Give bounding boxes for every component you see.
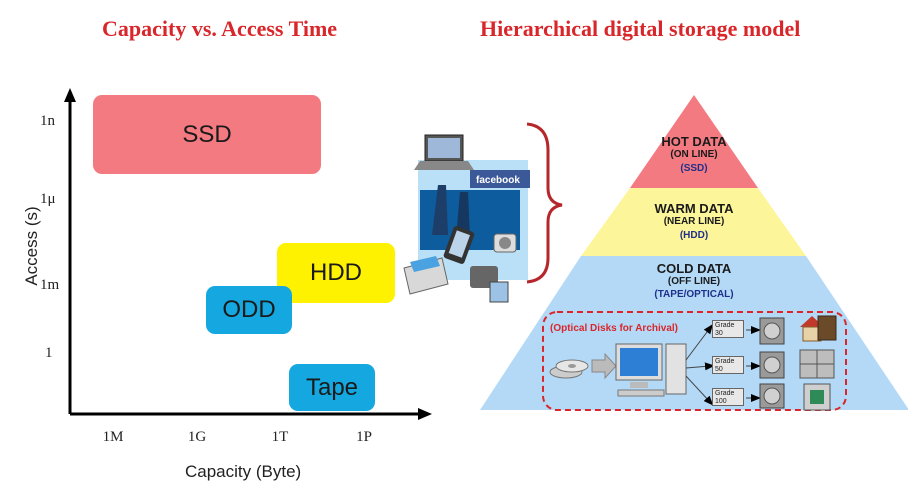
hot-tier-store: (SSD) [680, 163, 708, 174]
warm-tier-name: WARM DATA [654, 201, 734, 216]
disc-drive-icons [759, 317, 785, 409]
tape-region: Tape [289, 364, 375, 411]
filing-cabinet-icon [799, 349, 835, 379]
cold-tier-sub: (OFF LINE) [667, 276, 721, 287]
odd-label: ODD [222, 296, 276, 323]
grade-50-box: Grade 50 [712, 356, 744, 374]
warm-tier-store: (HDD) [679, 230, 709, 241]
y-tick-1m: 1m [40, 277, 60, 293]
grade-30-box: Grade 30 [712, 320, 744, 338]
pyramid-title: Hierarchical digital storage model [480, 16, 801, 41]
y-tick-1: 1 [45, 345, 53, 361]
x-tick-1g: 1G [187, 429, 207, 445]
chart-title: Capacity vs. Access Time [102, 16, 338, 41]
optical-discs-icon [549, 359, 589, 379]
arrow-to-computer [591, 352, 617, 380]
cold-tier-name: COLD DATA [656, 261, 732, 276]
archival-label: (Optical Disks for Archival) [550, 323, 678, 334]
hot-tier-text: HOT DATA (ON LINE) (SSD) [594, 134, 794, 174]
tape-label: Tape [305, 373, 359, 401]
y-tick-1u: 1μ [40, 191, 56, 207]
hot-tier-name: HOT DATA [661, 134, 727, 149]
hdd-label: HDD [310, 259, 362, 286]
cabinet-icon [817, 315, 837, 341]
pyramid-warm-tier [581, 188, 806, 256]
y-tick-1n: 1n [40, 113, 55, 129]
curly-brace [526, 122, 563, 284]
devices-illustration: facebook [403, 134, 530, 303]
x-tick-1t: 1T [271, 429, 289, 445]
x-axis-arrow [418, 408, 432, 420]
warm-tier-text: WARM DATA (NEAR LINE) (HDD) [594, 201, 794, 241]
pyramid-hot-tier [630, 95, 758, 188]
x-tick-1m: 1M [102, 429, 124, 445]
hdd-region: HDD [277, 243, 395, 303]
facebook-text: facebook [476, 175, 520, 186]
ssd-label: SSD [182, 120, 232, 148]
y-axis-arrow [64, 88, 76, 102]
x-axis-label: Capacity (Byte) [185, 462, 302, 481]
hot-tier-sub: (ON LINE) [670, 149, 718, 160]
ssd-region: SSD [93, 95, 321, 174]
x-tick-1p: 1P [356, 429, 372, 445]
archival-box [542, 311, 847, 411]
cold-tier-store: (TAPE/OPTICAL) [654, 289, 734, 300]
odd-region: ODD [206, 286, 292, 334]
warm-tier-sub: (NEAR LINE) [663, 216, 725, 227]
grade-100-box: Grade 100 [712, 388, 744, 406]
cold-tier-text: COLD DATA (OFF LINE) (TAPE/OPTICAL) [594, 261, 794, 300]
y-axis-label: Access (s) [22, 206, 41, 286]
vault-icon [803, 383, 831, 411]
computer-icon [615, 343, 687, 397]
